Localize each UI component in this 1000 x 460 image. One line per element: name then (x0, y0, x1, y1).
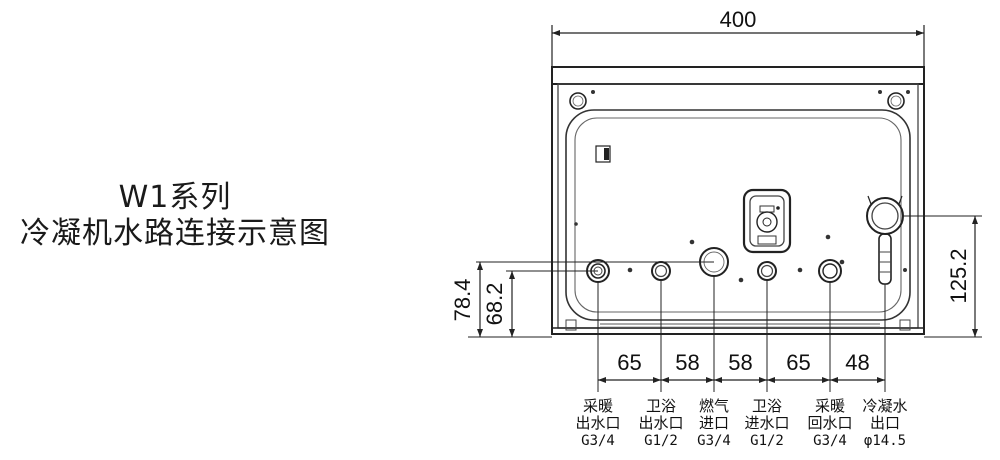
port-label-spec: G3/4 (697, 433, 731, 449)
port-label-line1: 燃气 (699, 397, 729, 415)
diagram-title-series: W1系列 (118, 180, 232, 215)
port-label-heating-outlet: 采暖 出水口 G3/4 (575, 397, 620, 449)
diagram-title-description: 冷凝机水路连接示意图 (20, 216, 330, 251)
port-label-dhw-outlet: 卫浴 出水口 G1/2 (638, 397, 683, 449)
gas-valve-assembly (742, 188, 792, 254)
port-label-spec: G3/4 (813, 433, 847, 449)
nameplate-marker (595, 145, 611, 163)
port-label-spec: G3/4 (581, 433, 615, 449)
height-right-label: 125.2 (946, 248, 971, 303)
port-label-spec: G1/2 (644, 433, 678, 449)
mounting-hole-left (569, 92, 587, 110)
width-arrow-left (552, 30, 560, 36)
port-label-spec: φ14.5 (864, 433, 906, 449)
height-left-outer-label: 78.4 (450, 279, 475, 322)
mounting-hole-right (887, 92, 905, 110)
width-arrow-right (916, 30, 924, 36)
port-label-line2: 进口 (699, 414, 729, 432)
port-label-gas-inlet: 燃气 进口 G3/4 (697, 397, 731, 449)
spacing-label-1: 65 (617, 350, 641, 375)
spacing-label-5: 48 (845, 350, 869, 375)
port-label-heating-return: 采暖 回水口 G3/4 (807, 397, 852, 449)
port-label-line2: 进水口 (744, 414, 789, 432)
port-label-line2: 出口 (870, 414, 900, 432)
port-label-line1: 卫浴 (646, 397, 676, 415)
port-label-line1: 采暖 (583, 397, 613, 415)
port-label-line1: 卫浴 (752, 397, 782, 415)
spacing-label-4: 65 (786, 350, 810, 375)
port-label-dhw-inlet: 卫浴 进水口 G1/2 (744, 397, 789, 449)
port-label-condensate-outlet: 冷凝水 出口 φ14.5 (862, 397, 907, 449)
height-left-inner-label: 68.2 (482, 283, 507, 326)
port-label-line1: 冷凝水 (862, 397, 907, 415)
spacing-label-3: 58 (728, 350, 752, 375)
width-dimension-label: 400 (720, 7, 757, 32)
port-label-line2: 出水口 (638, 414, 683, 432)
spacing-label-2: 58 (675, 350, 699, 375)
port-label-line2: 回水口 (807, 414, 852, 432)
port-label-line1: 采暖 (815, 397, 845, 415)
boiler-unit-body (551, 66, 925, 335)
port-label-spec: G1/2 (750, 433, 784, 449)
port-label-line2: 出水口 (575, 414, 620, 432)
